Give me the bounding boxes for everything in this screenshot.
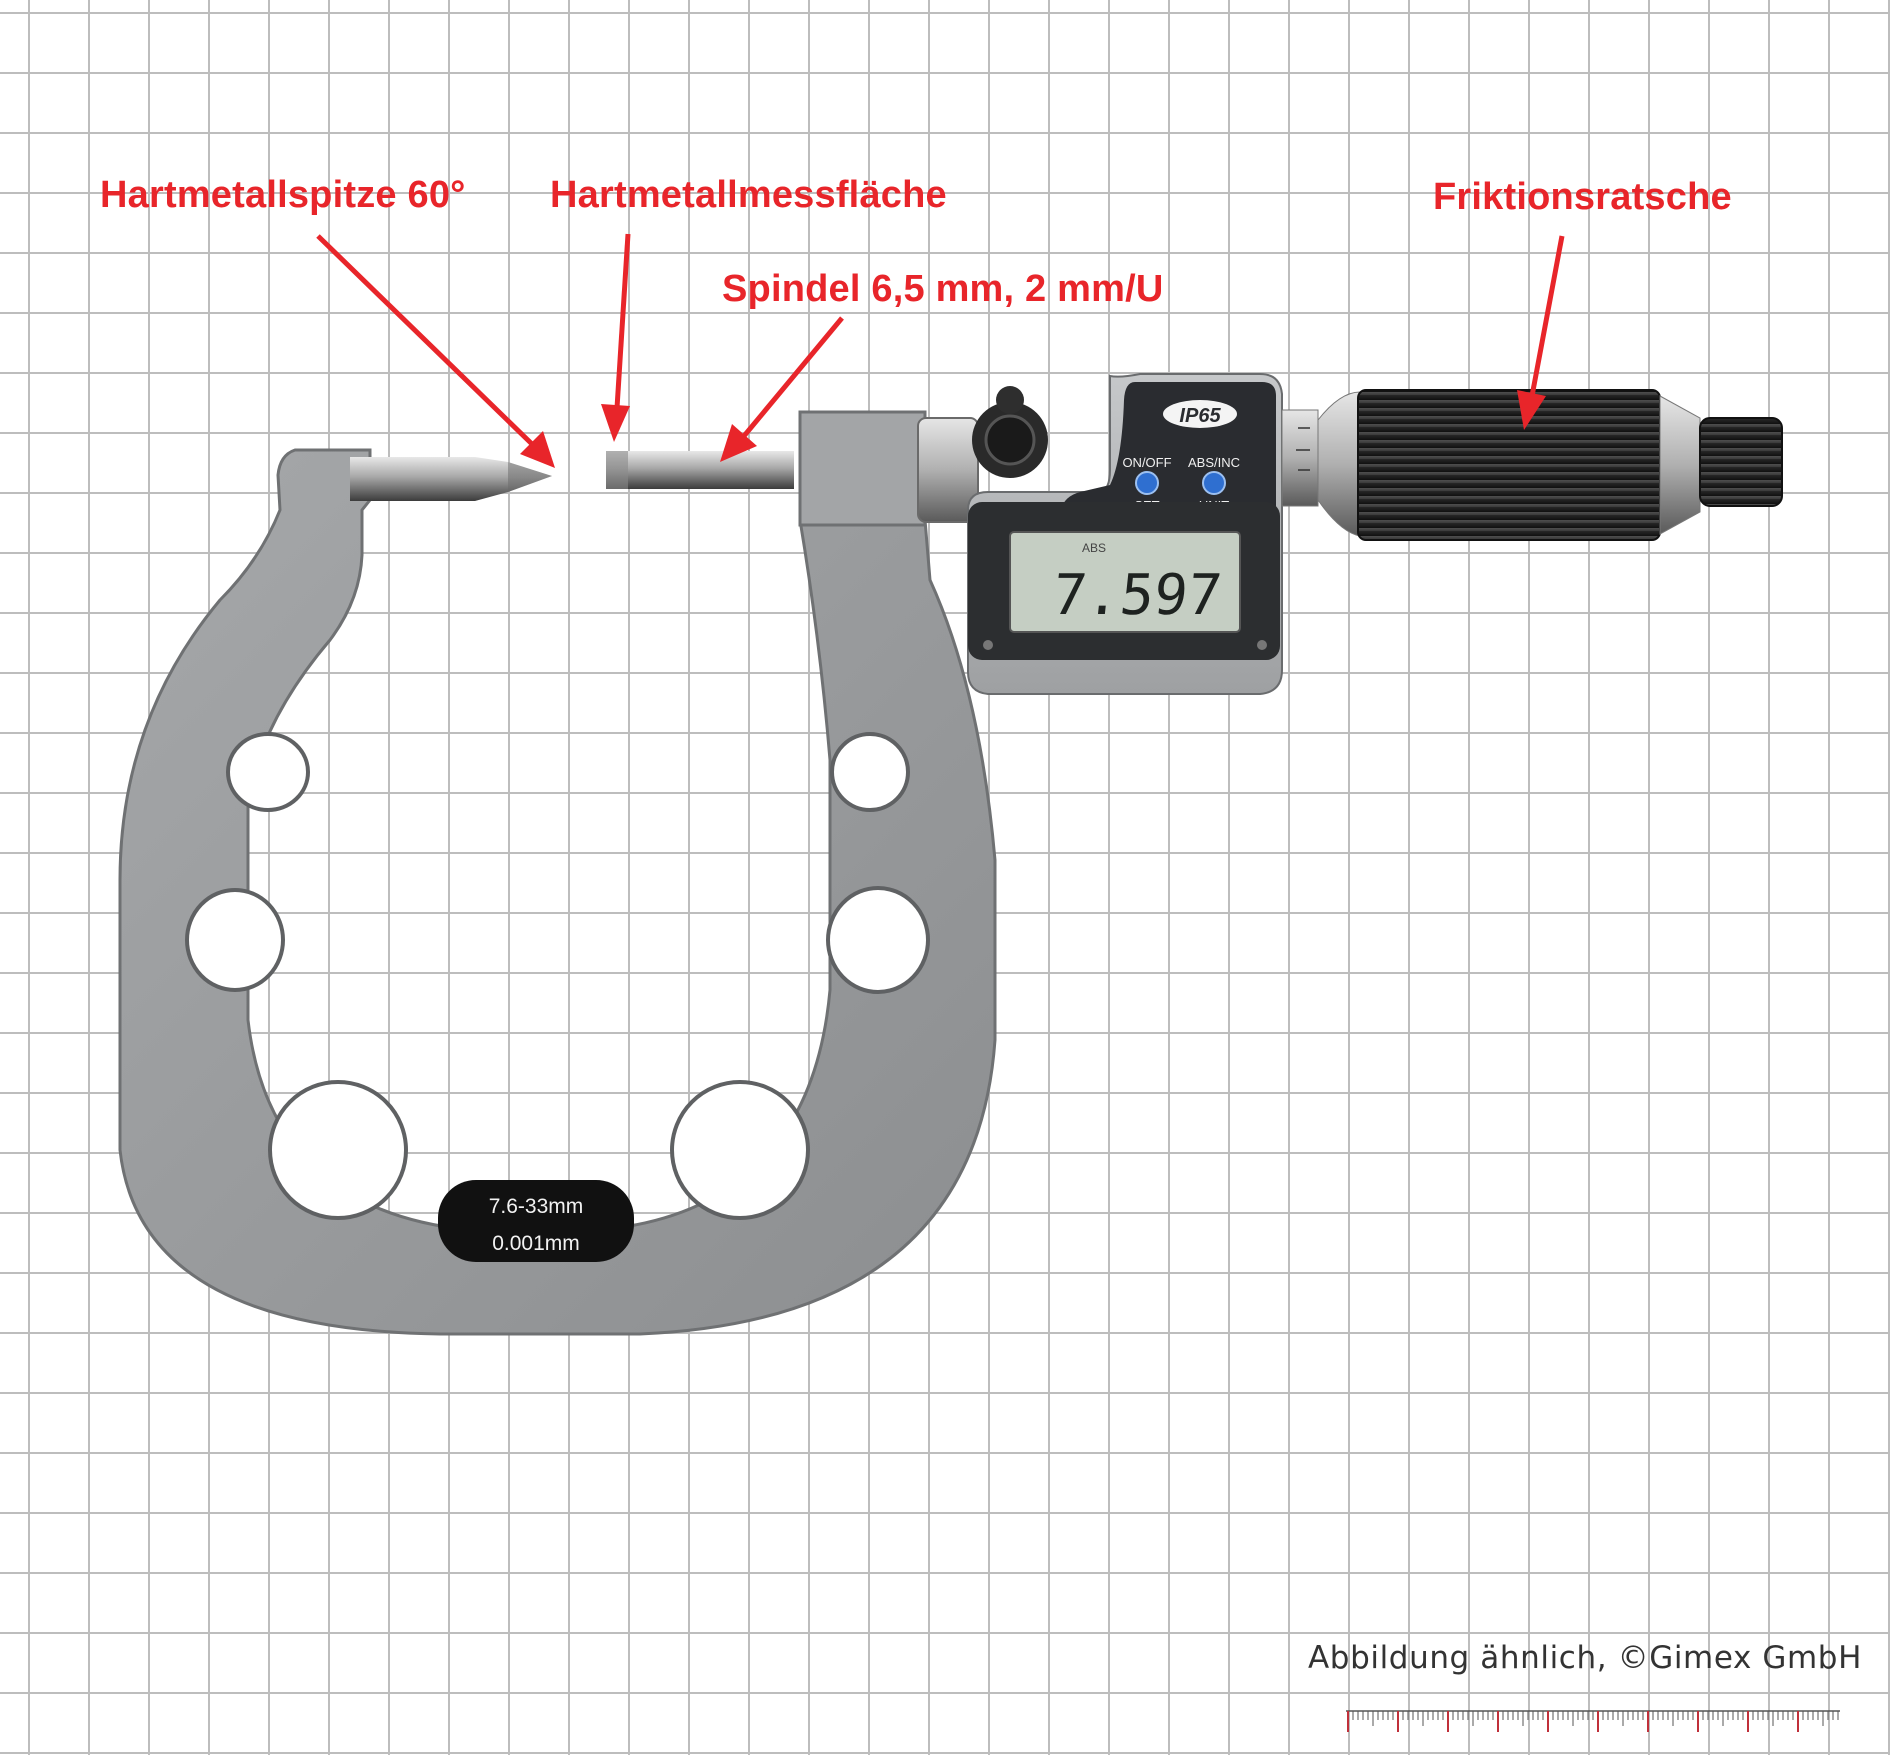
label-friction-ratchet: Friktionsratsche bbox=[1433, 176, 1732, 218]
badge-resolution: 0.001mm bbox=[492, 1232, 580, 1255]
arrow-ratchet bbox=[1517, 235, 1565, 430]
button-right-top-label: ABS/INC bbox=[1188, 455, 1240, 470]
spindle bbox=[606, 451, 794, 489]
digital-head: IP65 ON/OFF SET ABS/INC UNIT ABS 7.597 bbox=[917, 373, 1283, 695]
label-carbide-tip: Hartmetallspitze 60° bbox=[100, 174, 466, 216]
label-spindle: Spindel 6,5 mm, 2 mm/U bbox=[722, 268, 1164, 310]
thimble-assembly bbox=[1281, 391, 1361, 537]
lcd-screen bbox=[1009, 531, 1241, 633]
copyright-watermark: Abbildung ähnlich, ©Gimex GmbH bbox=[1308, 1640, 1862, 1676]
arrow-face bbox=[601, 233, 631, 442]
micrometer-frame bbox=[118, 410, 997, 1336]
button-left-top-label: ON/OFF bbox=[1122, 455, 1171, 470]
ip65-logo: IP65 bbox=[1163, 400, 1237, 428]
ruler-scale bbox=[1346, 1710, 1840, 1732]
anvil-tip bbox=[350, 457, 552, 501]
annotation-arrows bbox=[316, 233, 1565, 468]
arrow-spindle bbox=[720, 316, 844, 462]
on-off-set-button[interactable] bbox=[1135, 471, 1159, 495]
friction-ratchet[interactable] bbox=[1357, 389, 1783, 541]
abs-inc-unit-button[interactable] bbox=[1202, 471, 1226, 495]
lcd-reading: 7.597 bbox=[1049, 563, 1224, 628]
lcd-mode: ABS bbox=[1082, 541, 1106, 555]
label-carbide-face: Hartmetallmessfläche bbox=[550, 174, 947, 216]
lock-knob[interactable] bbox=[972, 386, 1048, 478]
range-badge: 7.6-33mm 0.001mm bbox=[438, 1180, 634, 1262]
ip-rating: IP65 bbox=[1179, 405, 1221, 427]
badge-range: 7.6-33mm bbox=[489, 1195, 584, 1218]
arrow-tip bbox=[316, 234, 555, 468]
